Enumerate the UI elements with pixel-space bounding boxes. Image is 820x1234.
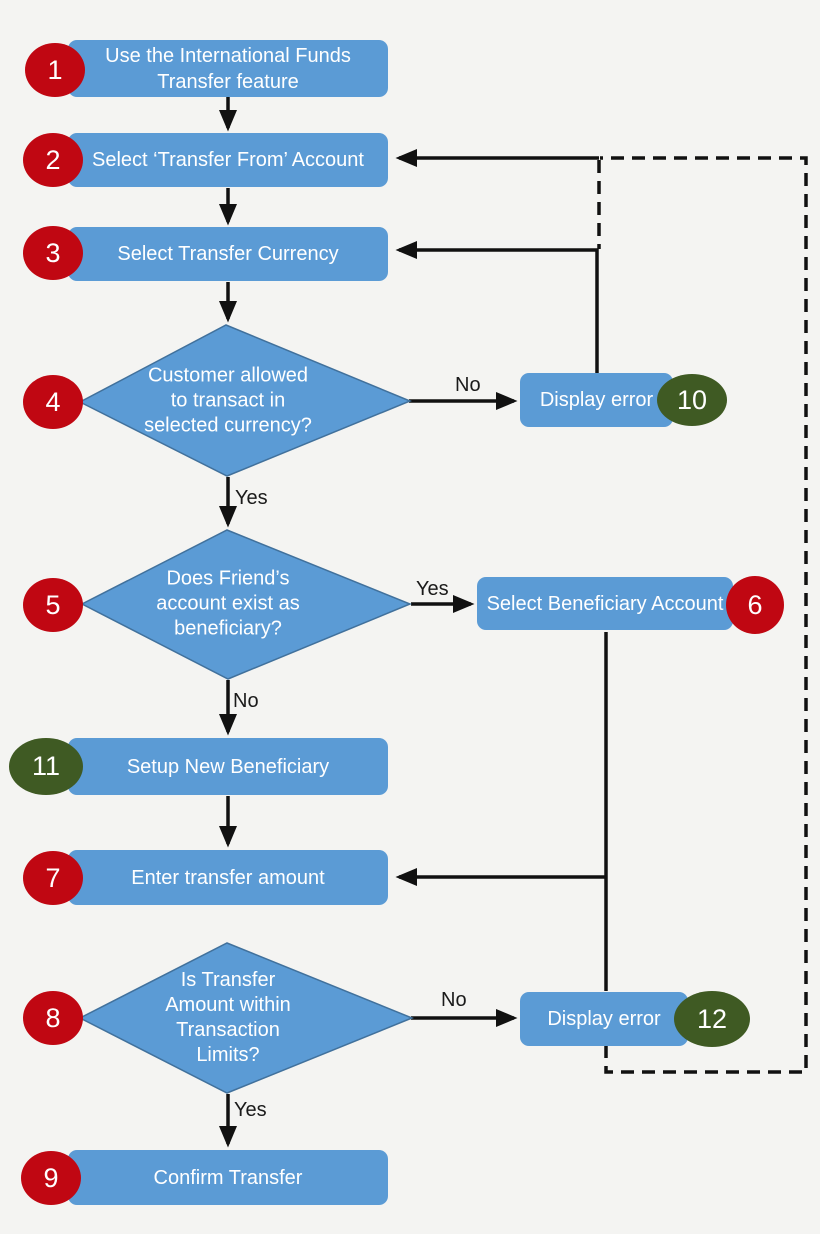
decision-8-label: Is Transfer Amount within Transaction Li…	[165, 968, 291, 1066]
edge-label-decision5-no: No	[233, 690, 259, 712]
step-11-box: Setup New Beneficiary	[68, 738, 388, 795]
badge-3: 3	[23, 226, 83, 280]
edge-label-decision8-yes: Yes	[234, 1099, 267, 1121]
decision-8-diamond: Is Transfer Amount within Transaction Li…	[78, 941, 414, 1094]
error-12-box: Display error	[520, 992, 688, 1046]
step-1-box: Use the International Funds Transfer fea…	[68, 40, 388, 97]
decision-4-diamond: Customer allowed to transact in selected…	[78, 324, 412, 477]
edge-label-decision5-yes: Yes	[416, 578, 449, 600]
badge-6: 6	[726, 576, 784, 634]
edge-label-decision4-yes: Yes	[235, 487, 268, 509]
dashed-line-error12-loop	[600, 156, 808, 1074]
step-7-box: Enter transfer amount	[68, 850, 388, 905]
badge-5: 5	[23, 578, 83, 632]
decision-5-diamond: Does Friend’s account exist as beneficia…	[78, 528, 412, 680]
decision-4-label: Customer allowed to transact in selected…	[144, 364, 312, 436]
edge-label-decision8-no: No	[441, 989, 467, 1011]
step-6-label: Select Beneficiary Account	[486, 592, 724, 615]
step-3-box: Select Transfer Currency	[68, 227, 388, 281]
step-1-label: Use the International Funds Transfer fea…	[105, 44, 351, 93]
error-10-box: Display error	[520, 373, 673, 427]
step-11-label: Setup New Beneficiary	[126, 755, 330, 778]
step-9-label: Confirm Transfer	[153, 1166, 303, 1189]
step-2-label: Select ‘Transfer From’ Account	[92, 149, 364, 171]
step-3-label: Select Transfer Currency	[117, 243, 339, 265]
decision-5-shape	[80, 529, 412, 680]
badge-9: 9	[21, 1151, 81, 1205]
step-9-box: Confirm Transfer	[68, 1150, 388, 1205]
step-6-box: Select Beneficiary Account	[477, 577, 733, 630]
decision-5-label: Does Friend’s account exist as beneficia…	[156, 567, 300, 640]
edge-label-decision4-no: No	[455, 374, 481, 396]
step-7-label: Enter transfer amount	[131, 866, 325, 889]
badge-12: 12	[674, 991, 750, 1047]
decision-8-shape	[78, 942, 414, 1094]
arrow-error10-step3	[395, 240, 599, 373]
error-12-label: Display error	[547, 1008, 661, 1030]
badge-1: 1	[25, 43, 85, 97]
badge-2: 2	[23, 133, 83, 187]
badge-10: 10	[657, 374, 727, 426]
badge-7: 7	[23, 851, 83, 905]
step-2-box: Select ‘Transfer From’ Account	[68, 133, 388, 187]
badge-11: 11	[9, 738, 83, 795]
decision-4-shape	[78, 324, 412, 477]
badge-8: 8	[23, 991, 83, 1045]
badge-4: 4	[23, 375, 83, 429]
error-10-label: Display error	[539, 389, 654, 411]
